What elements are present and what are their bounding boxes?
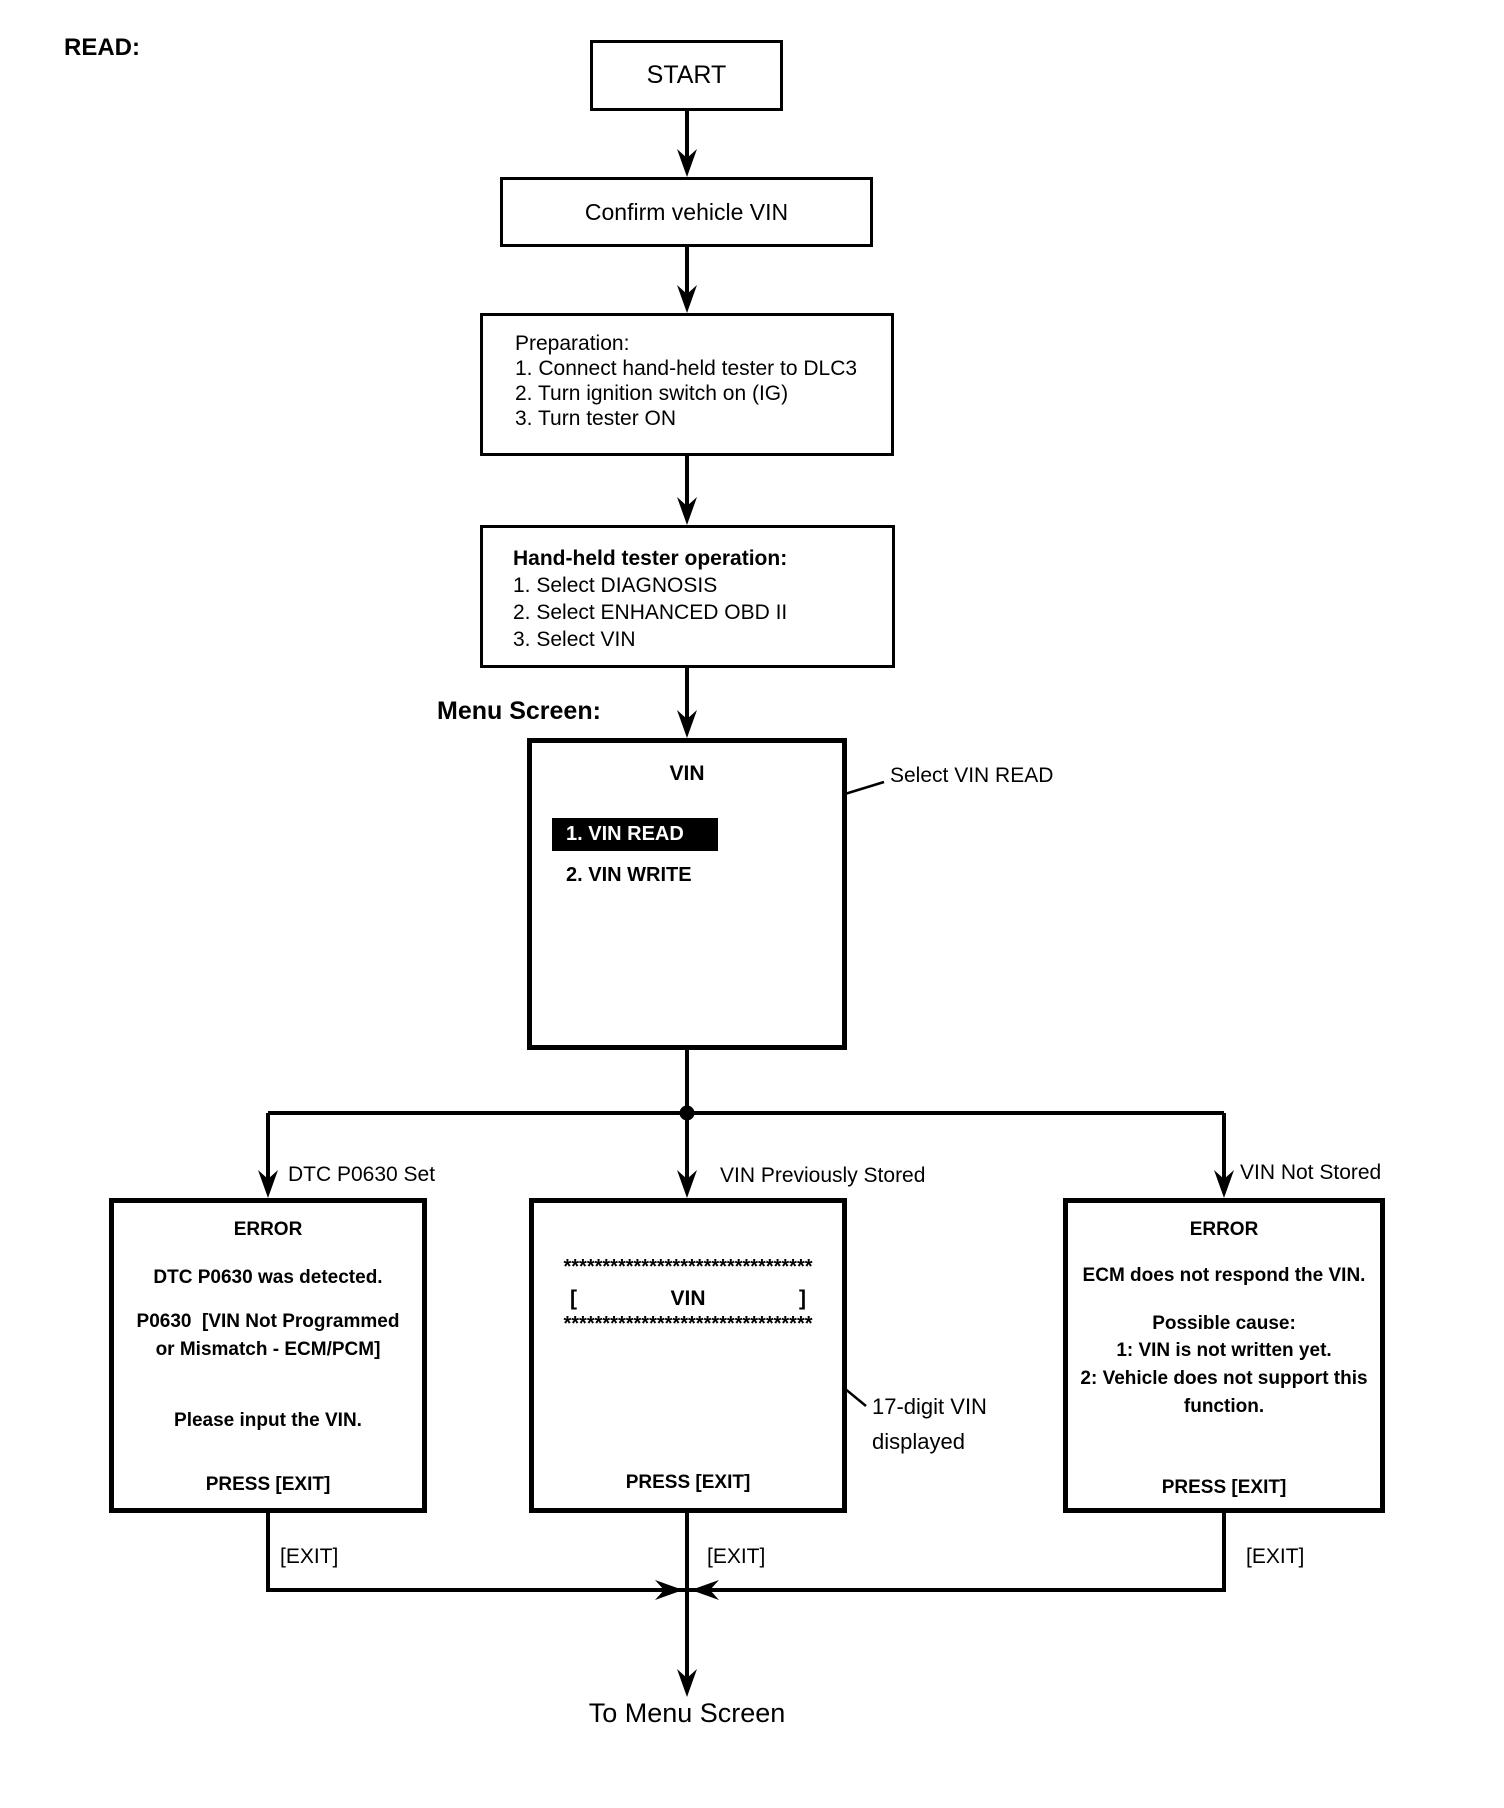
error-line: DTC P0630 was detected. [153,1267,383,1288]
exit-label-right: [EXIT] [1246,1545,1305,1568]
confirm-vin-box: Confirm vehicle VIN [500,177,873,247]
tester-operation-box: Hand-held tester operation: 1. Select DI… [480,525,895,668]
arrowhead-menu [677,710,697,738]
seventeen-digit-annotation: 17-digit VIN displayed [872,1389,987,1459]
error-line: ECM does not respond the VIN. [1082,1265,1366,1286]
vin-menu-item-write: 2. VIN WRITE [566,864,692,886]
arrowhead-right-screen [1214,1170,1234,1198]
annotation-line: displayed [872,1429,965,1454]
read-heading: READ: [64,34,140,61]
arrowhead-left-screen [258,1170,278,1198]
arrowhead-preparation [677,285,697,313]
select-vin-read-annotation: Select VIN READ [890,764,1054,787]
error-screen-not-stored: ERROR ECM does not respond the VIN. Poss… [1063,1198,1385,1513]
vin-menu-item-read-selected: 1. VIN READ [552,818,718,851]
preparation-step: 3. Turn tester ON [515,407,677,430]
error-line: 2: Vehicle does not support this [1080,1368,1368,1389]
error-line: P0630 [VIN Not Programmed [136,1311,400,1332]
error-line: Please input the VIN. [174,1410,362,1431]
tester-operation-step: 1. Select DIAGNOSIS [513,574,718,597]
confirm-vin-label: Confirm vehicle VIN [584,198,789,225]
vin-menu-title: VIN [669,762,705,785]
bracket-open: [ [570,1287,577,1310]
annotation-line: 17-digit VIN [872,1394,987,1419]
arrowhead-confirm [677,149,697,177]
tester-operation-step: 3. Select VIN [513,628,636,651]
preparation-title: Preparation: [515,332,630,355]
arrowhead-tester [677,497,697,525]
stars-row: ******************************** [563,1256,813,1278]
press-exit-label: PRESS [EXIT] [1161,1477,1287,1498]
exit-label-left: [EXIT] [280,1545,339,1568]
exit-label-middle: [EXIT] [707,1545,766,1568]
start-label: START [646,61,727,89]
vin-stored-screen: ******************************** [ VIN ]… [529,1198,847,1513]
tester-operation-title: Hand-held tester operation: [513,547,788,570]
vin-menu-box: VIN 1. VIN READ 2. VIN WRITE [527,738,847,1050]
arrowhead-middle-screen [677,1170,697,1198]
bracket-close: ] [798,1287,806,1310]
menu-screen-heading: Menu Screen: [437,697,601,725]
arrowhead-to-menu-screen [677,1669,697,1697]
error-screen-dtc: ERROR DTC P0630 was detected. P0630 [VIN… [109,1198,427,1513]
start-box: START [590,40,783,111]
preparation-step: 2. Turn ignition switch on (IG) [515,382,789,405]
preparation-box: Preparation: 1. Connect hand-held tester… [480,313,894,456]
error-line: 1: VIN is not written yet. [1116,1340,1332,1361]
vin-bracket-row: [ VIN ] [534,1287,842,1311]
error-title: ERROR [233,1219,303,1240]
error-line: function. [1183,1396,1265,1417]
branch-label-vin-not-stored: VIN Not Stored [1240,1161,1382,1184]
error-line: Possible cause: [1152,1313,1296,1334]
press-exit-label: PRESS [EXIT] [205,1474,331,1495]
arrowhead-converge-left [655,1580,683,1600]
tester-operation-step: 2. Select ENHANCED OBD II [513,601,788,624]
vin-stored-title: VIN [670,1287,706,1310]
press-exit-label: PRESS [EXIT] [625,1472,751,1493]
branch-label-dtc-set: DTC P0630 Set [288,1163,436,1186]
arrowhead-converge-right [691,1580,719,1600]
error-title: ERROR [1189,1219,1259,1240]
preparation-step: 1. Connect hand-held tester to DLC3 [515,357,858,380]
error-line: or Mismatch - ECM/PCM] [155,1339,381,1360]
to-menu-screen-label: To Menu Screen [588,1698,786,1728]
branch-label-vin-stored: VIN Previously Stored [720,1164,926,1187]
stars-row: ******************************** [563,1313,813,1335]
